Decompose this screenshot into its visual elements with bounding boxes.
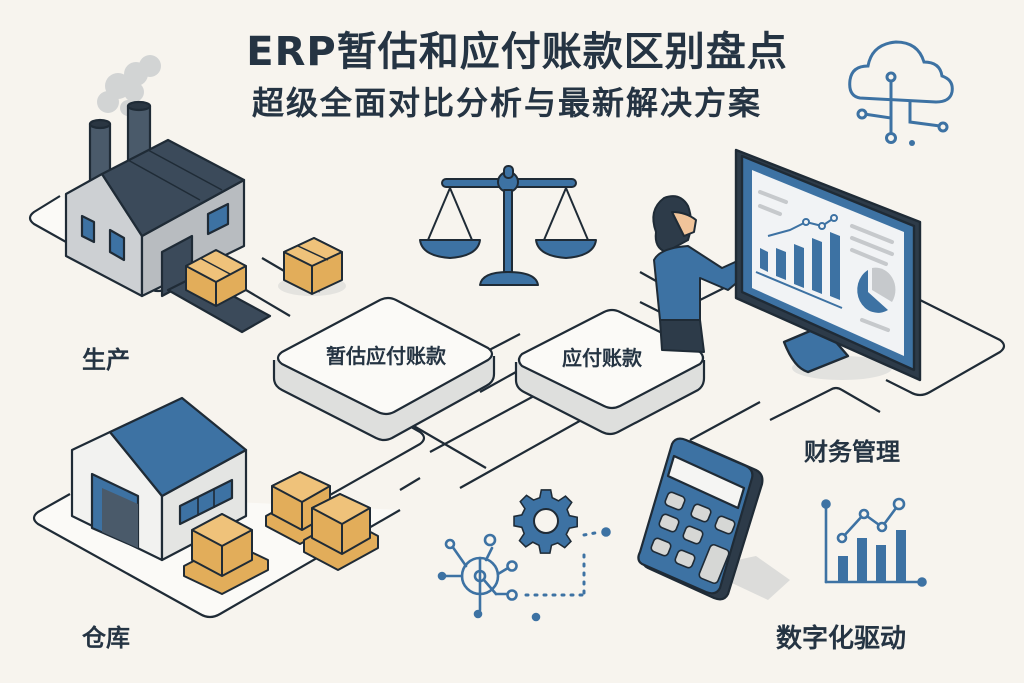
factory-icon: [64, 55, 272, 334]
analyst-person-icon: [652, 195, 763, 353]
network-hub-icon: [437, 527, 611, 622]
node-label-estimated-payable[interactable]: 暂估应付账款: [326, 344, 446, 368]
calculator-icon: [637, 437, 790, 601]
section-label-production: 生产: [82, 346, 130, 374]
cardboard-box-icon: [303, 493, 379, 571]
cloud-network-icon: [848, 40, 954, 146]
cardboard-box-icon: [183, 513, 269, 595]
monitor-dashboard-icon: [734, 148, 922, 382]
node-label-accounts-payable[interactable]: 应付账款: [562, 346, 642, 370]
growth-chart-icon: [821, 497, 927, 587]
section-label-digital: 数字化驱动: [776, 624, 907, 654]
gear-icon: [513, 489, 578, 554]
node-estimated-payable[interactable]: [272, 296, 496, 442]
node-accounts-payable[interactable]: [514, 308, 706, 436]
section-label-warehouse: 仓库: [82, 624, 130, 652]
balance-scale-icon: [419, 165, 597, 286]
section-label-finance: 财务管理: [804, 438, 900, 466]
cardboard-box-icon: [278, 237, 346, 296]
cardboard-box-icon: [185, 249, 247, 307]
warehouse-icon: [70, 396, 248, 562]
